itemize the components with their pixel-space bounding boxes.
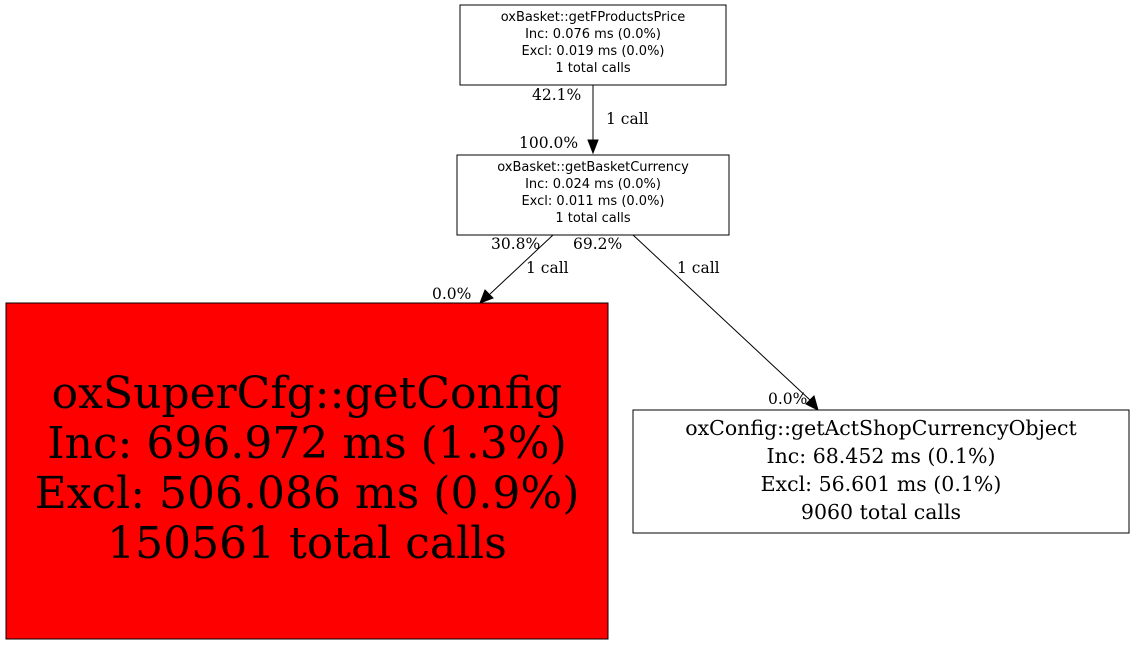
edge-price-to-currency: 42.1% 1 call 100.0% xyxy=(519,85,649,155)
edge-currency-to-config: 30.8% 1 call 0.0% xyxy=(432,234,569,304)
node-title: oxBasket::getBasketCurrency xyxy=(497,160,689,175)
node-total-calls: 1 total calls xyxy=(555,61,631,76)
node-get-act-shop-currency-object[interactable]: oxConfig::getActShopCurrencyObject Inc: … xyxy=(632,409,1130,534)
edge-tail-label: 30.8% xyxy=(491,235,540,253)
node-get-config[interactable]: oxSuperCfg::getConfig Inc: 696.972 ms (1… xyxy=(5,302,609,640)
node-inclusive-time: Inc: 68.452 ms (0.1%) xyxy=(766,444,995,468)
node-exclusive-time: Excl: 56.601 ms (0.1%) xyxy=(761,472,1002,496)
node-get-basket-currency[interactable]: oxBasket::getBasketCurrency Inc: 0.024 m… xyxy=(456,154,730,236)
edge-line xyxy=(632,234,811,401)
node-total-calls: 9060 total calls xyxy=(801,500,961,524)
edge-head-label: 0.0% xyxy=(432,285,471,303)
arrowhead xyxy=(479,289,494,304)
edge-call-label: 1 call xyxy=(677,259,720,277)
node-box xyxy=(5,302,609,640)
node-total-calls: 1 total calls xyxy=(555,211,631,226)
edge-tail-label: 42.1% xyxy=(532,86,581,104)
node-box xyxy=(459,4,727,86)
node-box xyxy=(456,154,730,236)
node-exclusive-time: Excl: 506.086 ms (0.9%) xyxy=(35,468,580,519)
edge-head-label: 100.0% xyxy=(519,134,578,152)
edge-currency-to-shop-currency: 69.2% 1 call 0.0% xyxy=(573,234,819,411)
arrowhead xyxy=(587,139,599,155)
edge-call-label: 1 call xyxy=(606,110,649,128)
arrowhead xyxy=(805,395,819,411)
edge-call-label: 1 call xyxy=(526,259,569,277)
node-title: oxSuperCfg::getConfig xyxy=(52,368,563,419)
node-total-calls: 150561 total calls xyxy=(107,518,507,569)
node-get-f-products-price[interactable]: oxBasket::getFProductsPrice Inc: 0.076 m… xyxy=(459,4,727,86)
node-box xyxy=(632,409,1130,534)
node-exclusive-time: Excl: 0.011 ms (0.0%) xyxy=(521,194,664,209)
edge-tail-label: 69.2% xyxy=(573,235,622,253)
node-title: oxBasket::getFProductsPrice xyxy=(501,10,686,25)
node-title: oxConfig::getActShopCurrencyObject xyxy=(685,416,1077,440)
node-inclusive-time: Inc: 0.024 ms (0.0%) xyxy=(525,177,661,192)
edge-head-label: 0.0% xyxy=(768,390,807,408)
node-inclusive-time: Inc: 696.972 ms (1.3%) xyxy=(47,418,567,469)
edge-line xyxy=(489,234,554,295)
node-inclusive-time: Inc: 0.076 ms (0.0%) xyxy=(525,27,661,42)
node-exclusive-time: Excl: 0.019 ms (0.0%) xyxy=(521,44,664,59)
